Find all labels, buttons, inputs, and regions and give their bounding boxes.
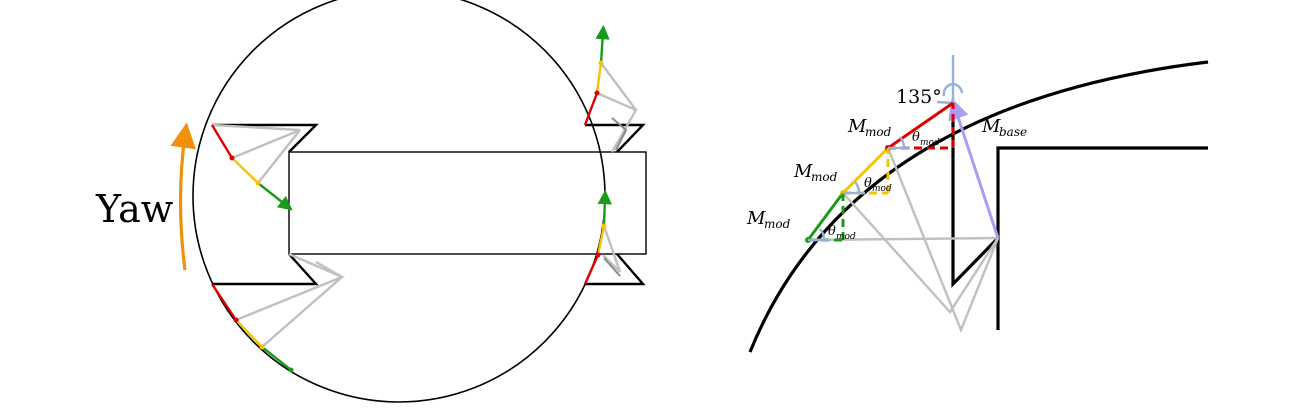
- m-base-label: M base: [981, 116, 1027, 139]
- svg-text:M: M: [746, 208, 766, 229]
- yaw-label: Yaw: [95, 187, 174, 231]
- svg-text:M: M: [981, 116, 1001, 137]
- svg-text:θ: θ: [864, 176, 872, 191]
- right-top-bracket: [585, 123, 646, 153]
- left-bottom-bracket: [212, 253, 319, 286]
- right-bottom-chain: [583, 189, 612, 285]
- right-bottom-bracket: [585, 253, 646, 286]
- svg-text:M: M: [847, 116, 867, 137]
- left-top-bracket: [212, 123, 319, 153]
- angle-135-marker: [942, 82, 964, 97]
- svg-text:θ: θ: [828, 224, 836, 239]
- m-mod-label-2: M mod: [793, 161, 838, 184]
- left-top-chain: [210, 124, 293, 211]
- right-bottom-dark-links: [603, 257, 621, 277]
- robot-body: [288, 151, 647, 255]
- svg-text:mod: mod: [836, 232, 856, 242]
- theta-label-2: θ mod: [864, 176, 892, 194]
- svg-text:θ: θ: [912, 130, 920, 145]
- svg-text:mod: mod: [865, 125, 892, 139]
- svg-text:mod: mod: [811, 170, 838, 184]
- angle-135-label: 135°: [896, 86, 942, 108]
- left-top-gray-links: [211, 123, 301, 184]
- yaw-arrow: [170, 122, 196, 271]
- left-bottom-chain: [211, 283, 294, 373]
- left-panel: Yaw: [95, 0, 647, 403]
- svg-text:base: base: [999, 125, 1027, 139]
- right-top-chain: [583, 24, 610, 126]
- theta-label-3: θ mod: [828, 224, 856, 242]
- svg-text:M: M: [793, 161, 813, 182]
- left-bottom-gray-links: [235, 252, 346, 348]
- svg-text:mod: mod: [872, 184, 892, 194]
- svg-text:mod: mod: [764, 217, 791, 231]
- angle-135-leg: [936, 100, 954, 105]
- svg-text:mod: mod: [920, 138, 940, 148]
- right-top-gray-links: [596, 62, 638, 153]
- workspace-circle: [192, 0, 606, 403]
- wall-upper: [996, 146, 1208, 330]
- theta-arcs: [808, 136, 910, 242]
- m-mod-label-1: M mod: [847, 116, 892, 139]
- wall-lower: [951, 103, 1000, 288]
- m-base-vector: [948, 98, 1000, 239]
- m-mod-label-3: M mod: [746, 208, 791, 231]
- right-bottom-gray-links: [602, 225, 622, 273]
- workspace-arc: [748, 60, 1209, 353]
- theta-label-1: θ mod: [912, 130, 940, 148]
- red-projection: [888, 103, 955, 150]
- right-top-dark-links: [611, 117, 628, 151]
- right-panel: 135° M base M mod M mod M mod θ mod θ mo…: [746, 55, 1209, 353]
